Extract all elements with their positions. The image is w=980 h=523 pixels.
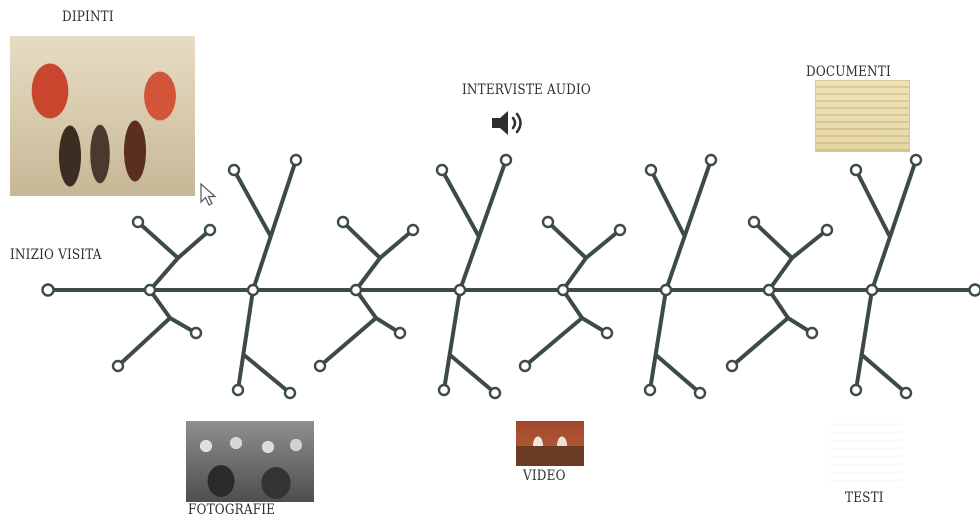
spine-node[interactable] xyxy=(762,283,776,297)
timeline-node[interactable] xyxy=(899,386,913,400)
branch-group-3 xyxy=(313,215,420,373)
timeline-node[interactable] xyxy=(909,153,923,167)
fotografie-label[interactable]: FOTOGRAFIE xyxy=(188,502,276,518)
branch-group-2 xyxy=(227,153,303,400)
documenti-thumbnail[interactable] xyxy=(815,80,910,152)
timeline-end-node[interactable] xyxy=(968,283,980,297)
timeline-node[interactable] xyxy=(189,326,203,340)
branch-group-1 xyxy=(111,215,217,373)
mouse-pointer-icon xyxy=(200,182,218,207)
spine-node[interactable] xyxy=(246,283,260,297)
timeline-node[interactable] xyxy=(849,383,863,397)
timeline-node[interactable] xyxy=(725,359,739,373)
timeline-node[interactable] xyxy=(289,153,303,167)
dipinti-label[interactable]: DIPINTI xyxy=(62,9,114,25)
timeline-node[interactable] xyxy=(704,153,718,167)
timeline-node[interactable] xyxy=(613,223,627,237)
timeline-node[interactable] xyxy=(406,223,420,237)
timeline-node[interactable] xyxy=(203,223,217,237)
timeline-node[interactable] xyxy=(541,215,555,229)
timeline-node[interactable] xyxy=(313,359,327,373)
branch-group-6 xyxy=(643,153,718,400)
branch-group-5 xyxy=(518,215,627,373)
timeline-node[interactable] xyxy=(393,326,407,340)
timeline-node[interactable] xyxy=(499,153,513,167)
spine-node[interactable] xyxy=(865,283,879,297)
timeline-node[interactable] xyxy=(747,215,761,229)
timeline-node[interactable] xyxy=(693,386,707,400)
timeline-node[interactable] xyxy=(437,383,451,397)
timeline-node[interactable] xyxy=(643,383,657,397)
timeline-node[interactable] xyxy=(111,359,125,373)
timeline-node[interactable] xyxy=(805,326,819,340)
spine-node[interactable] xyxy=(349,283,363,297)
timeline-node[interactable] xyxy=(820,223,834,237)
timeline-node[interactable] xyxy=(518,359,532,373)
spine-node[interactable] xyxy=(453,283,467,297)
fotografie-thumbnail[interactable] xyxy=(186,421,314,502)
timeline-node[interactable] xyxy=(488,386,502,400)
video-thumbnail[interactable] xyxy=(516,421,584,466)
documenti-label[interactable]: DOCUMENTI xyxy=(806,64,891,80)
timeline-start-node[interactable] xyxy=(41,283,55,297)
spine-node[interactable] xyxy=(143,283,157,297)
timeline-node[interactable] xyxy=(227,163,241,177)
spine-node[interactable] xyxy=(659,283,673,297)
timeline-node[interactable] xyxy=(336,215,350,229)
timeline-node[interactable] xyxy=(283,386,297,400)
timeline-node[interactable] xyxy=(600,326,614,340)
speaker-icon[interactable] xyxy=(490,108,530,138)
timeline-node[interactable] xyxy=(849,163,863,177)
spine-node[interactable] xyxy=(556,283,570,297)
branch-group-4 xyxy=(435,153,513,400)
timeline-node[interactable] xyxy=(231,383,245,397)
video-label[interactable]: VIDEO xyxy=(523,468,566,484)
testi-thumbnail[interactable] xyxy=(830,418,902,488)
dipinti-thumbnail[interactable] xyxy=(10,36,195,196)
timeline-node[interactable] xyxy=(644,163,658,177)
branch-group-7 xyxy=(725,215,834,373)
interviste-audio-label[interactable]: INTERVISTE AUDIO xyxy=(462,82,591,98)
branch-group-8 xyxy=(849,153,923,400)
testi-label[interactable]: TESTI xyxy=(845,490,884,506)
inizio-visita-label[interactable]: INIZIO VISITA xyxy=(10,247,102,263)
timeline-node[interactable] xyxy=(131,215,145,229)
timeline-node[interactable] xyxy=(435,163,449,177)
